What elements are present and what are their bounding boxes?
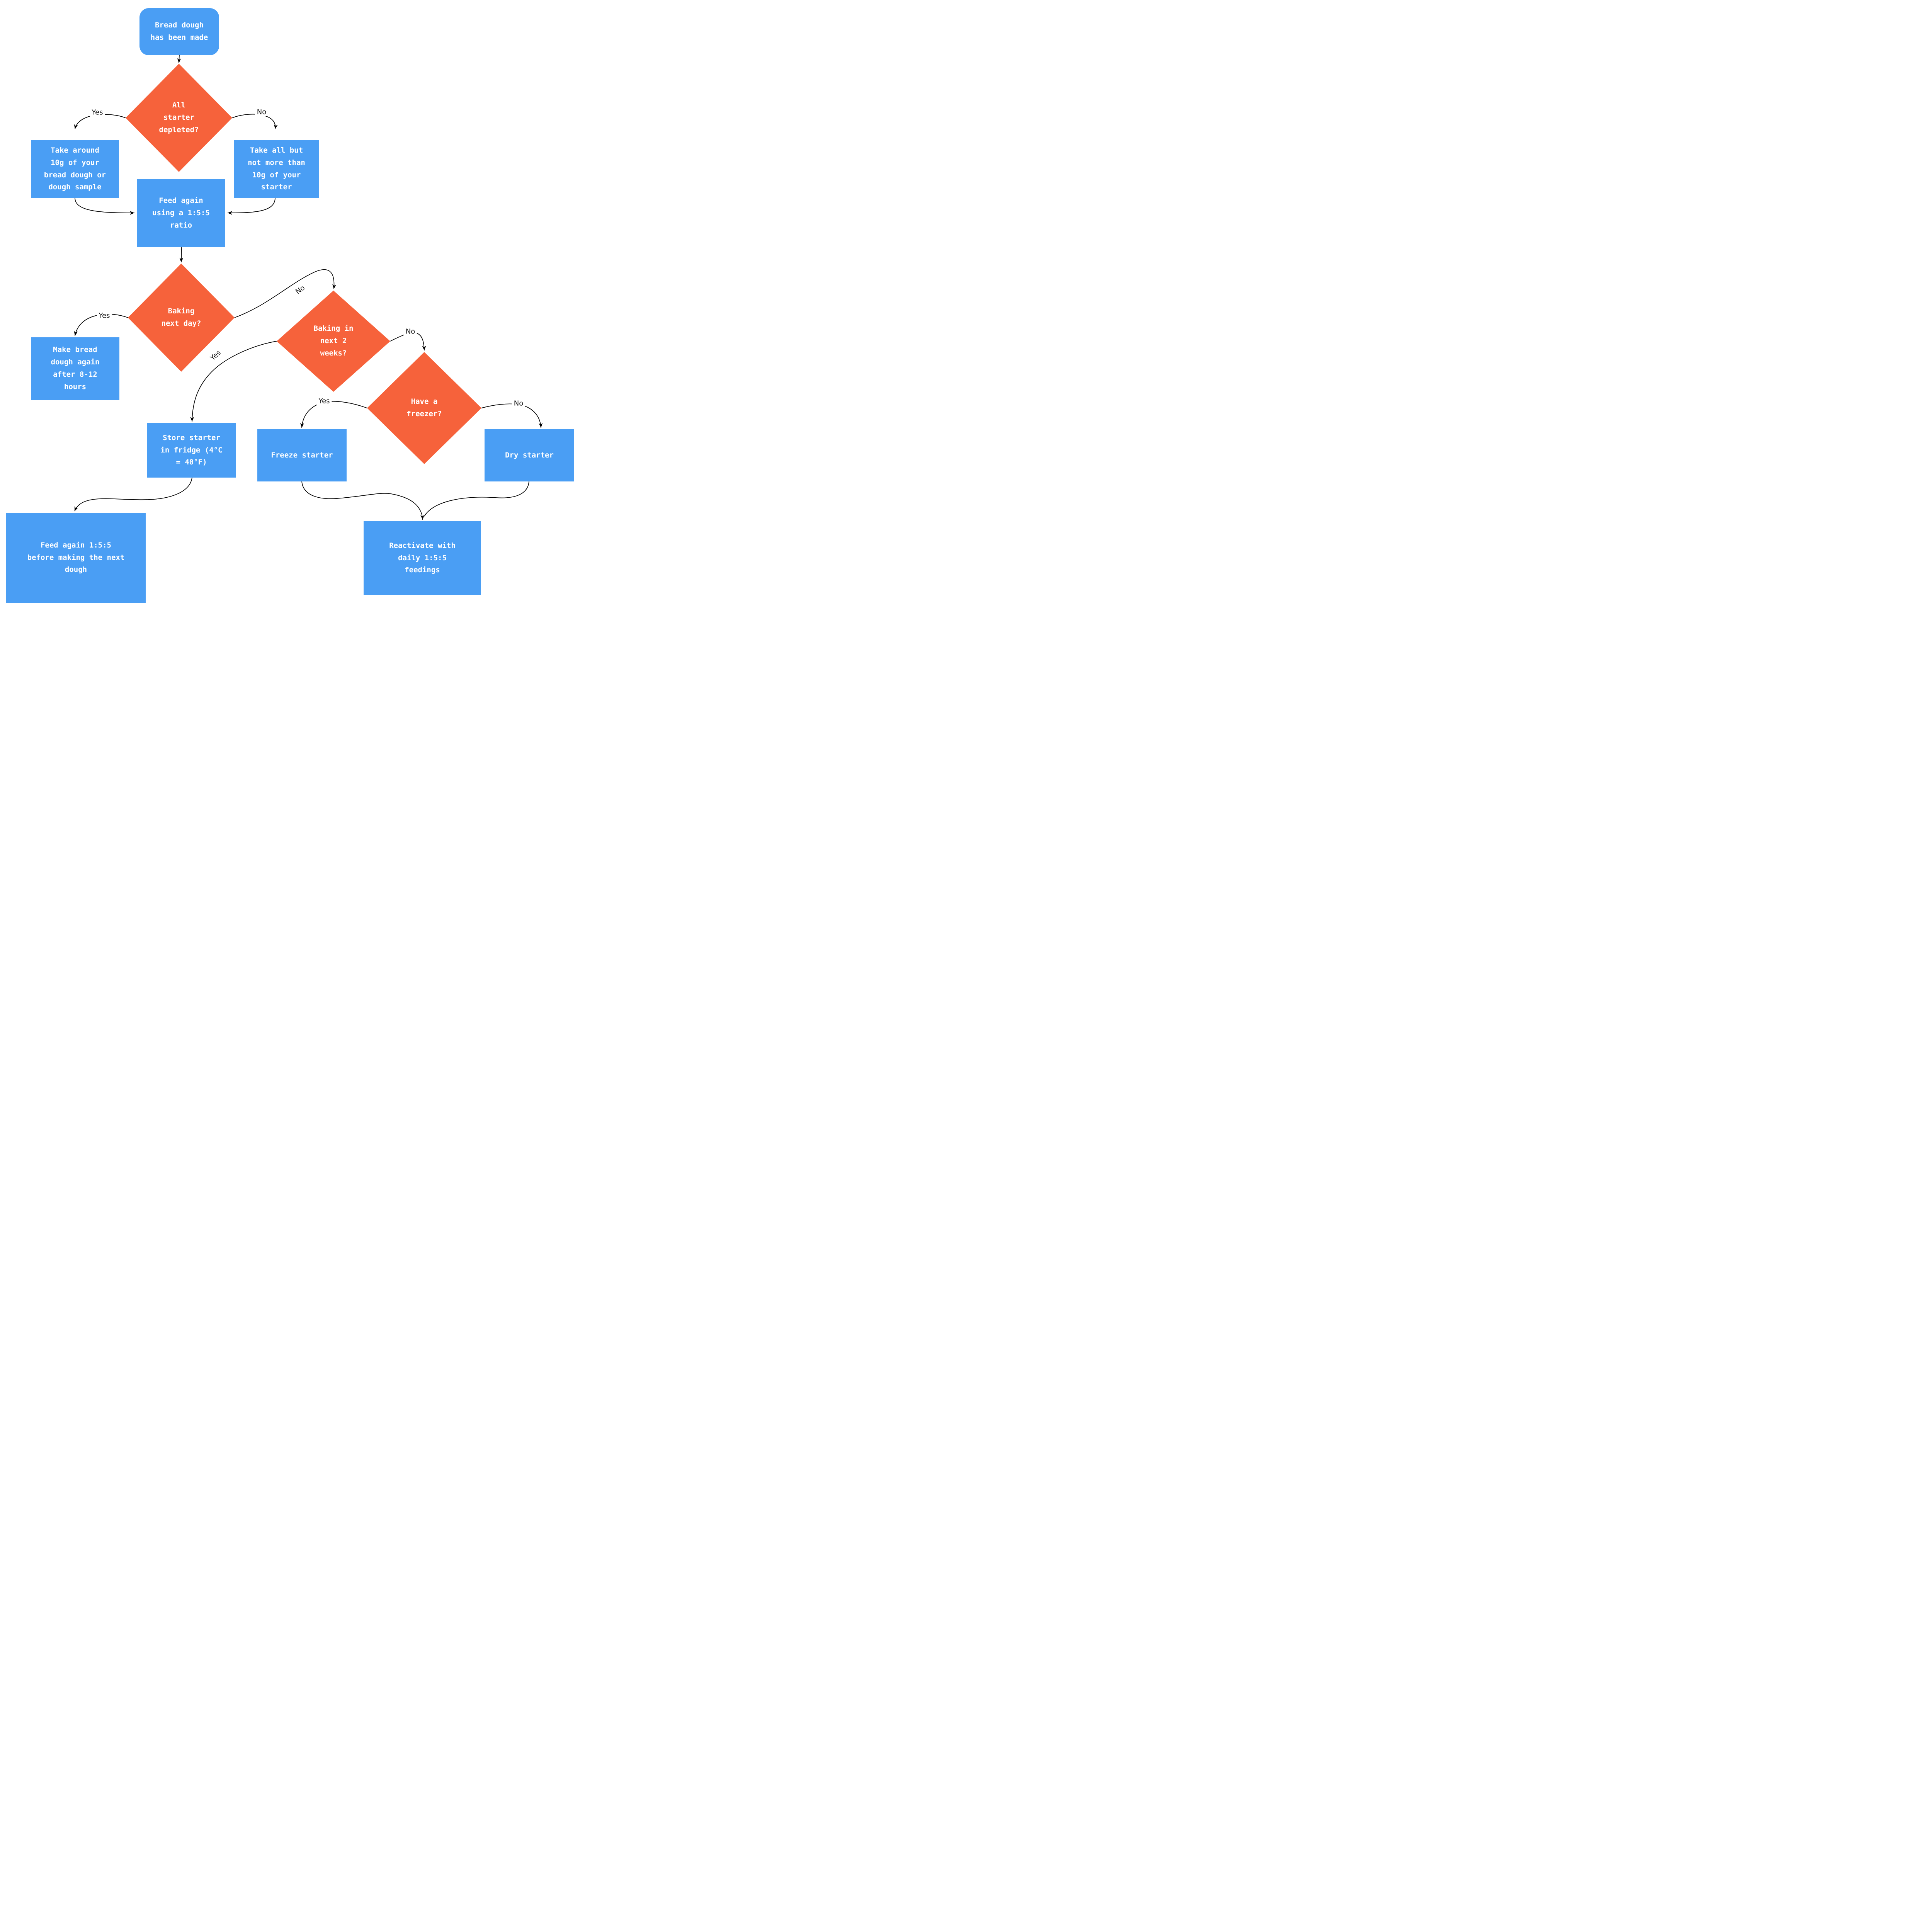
edge-label-no-freezer: No bbox=[512, 399, 526, 408]
edge-dry-reactivate bbox=[424, 481, 529, 517]
edge-label-yes-freezer: Yes bbox=[316, 397, 332, 405]
edge-d4-yes bbox=[300, 401, 367, 428]
edge-label-no-2-weeks: No bbox=[403, 327, 417, 336]
node-store-starter-fridge: Store starter in fridge (4°C = 40°F) bbox=[147, 423, 236, 478]
edge-feed-d2 bbox=[179, 247, 184, 263]
edge-takeall-feed bbox=[227, 197, 276, 215]
flow-edges bbox=[74, 55, 543, 520]
node-freeze-starter: Freeze starter bbox=[257, 429, 347, 481]
edge-take10-feed bbox=[75, 197, 135, 215]
node-take-10g-dough: Take around 10g of your bread dough or d… bbox=[31, 140, 119, 198]
edge-freeze-reactivate bbox=[301, 481, 425, 520]
node-reactivate-daily-feedings: Reactivate with daily 1:5:5 feedings bbox=[364, 521, 481, 595]
edge-d3-yes bbox=[190, 341, 277, 422]
edge-d1-yes bbox=[74, 114, 126, 129]
edge-label-yes-next-day: Yes bbox=[97, 311, 112, 320]
flowchart-canvas: Bread dough has been made All starter de… bbox=[0, 0, 580, 605]
node-make-bread-dough-again: Make bread dough again after 8-12 hours bbox=[31, 337, 119, 400]
node-bread-dough-made: Bread dough has been made bbox=[139, 8, 219, 55]
edge-d1-no bbox=[232, 114, 278, 129]
edge-d4-no bbox=[481, 403, 543, 428]
edge-label-yes-depleted: Yes bbox=[90, 108, 105, 117]
node-take-all-but-10g: Take all but not more than 10g of your s… bbox=[234, 140, 319, 198]
edge-label-no-depleted: No bbox=[255, 108, 269, 116]
edge-store-feednext bbox=[74, 477, 192, 512]
node-dry-starter: Dry starter bbox=[485, 429, 574, 481]
node-feed-again-155: Feed again using a 1:5:5 ratio bbox=[137, 179, 225, 247]
edge-d2-no bbox=[234, 269, 336, 318]
node-feed-again-before-next-dough: Feed again 1:5:5 before making the next … bbox=[6, 513, 146, 603]
